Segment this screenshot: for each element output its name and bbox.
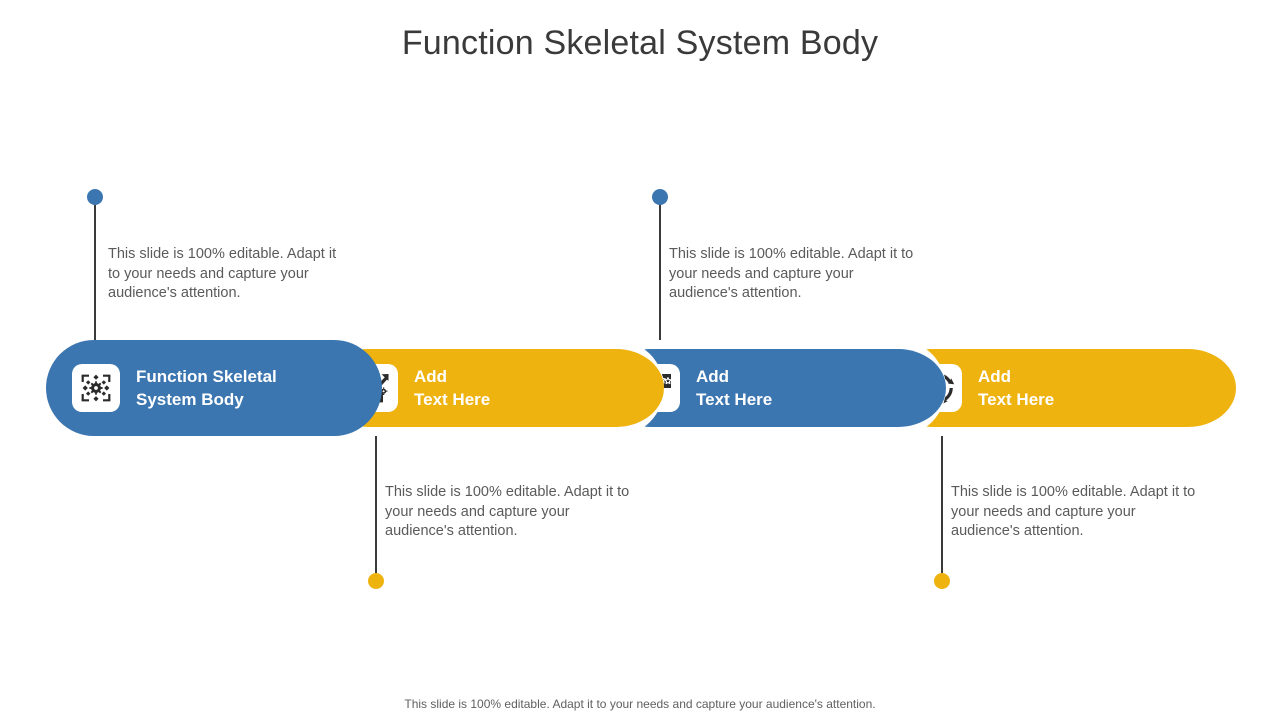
- process-card-1[interactable]: Function Skeletal System Body: [46, 340, 382, 436]
- description-top-left: This slide is 100% editable. Adapt it to…: [108, 246, 337, 301]
- connector-line: [941, 436, 943, 581]
- description-bottom-left: This slide is 100% editable. Adapt it to…: [385, 484, 630, 539]
- process-card-1-label: Function Skeletal System Body: [136, 367, 277, 409]
- description-top-right: This slide is 100% editable. Adapt it to…: [669, 246, 914, 301]
- connector-dot-yellow: [367, 573, 384, 589]
- connector-dot-blue: [86, 189, 103, 205]
- description-bottom-right: This slide is 100% editable. Adapt it to…: [951, 484, 1196, 539]
- gear-in-brackets-icon: [72, 364, 120, 412]
- process-card-4-label: Add Text Here: [978, 367, 1055, 409]
- process-band: Add Text Here Add: [0, 340, 1280, 438]
- connector-dot-blue: [651, 189, 668, 205]
- process-card-3-label: Add Text Here: [696, 367, 773, 409]
- connector-dot-yellow: [933, 573, 950, 589]
- connector-line: [375, 436, 377, 581]
- connector-line: [94, 197, 96, 343]
- process-card-2-label: Add Text Here: [414, 367, 491, 409]
- footer-note: This slide is 100% editable. Adapt it to…: [404, 697, 876, 711]
- connector-line: [659, 197, 661, 343]
- page-title: Function Skeletal System Body: [401, 24, 879, 62]
